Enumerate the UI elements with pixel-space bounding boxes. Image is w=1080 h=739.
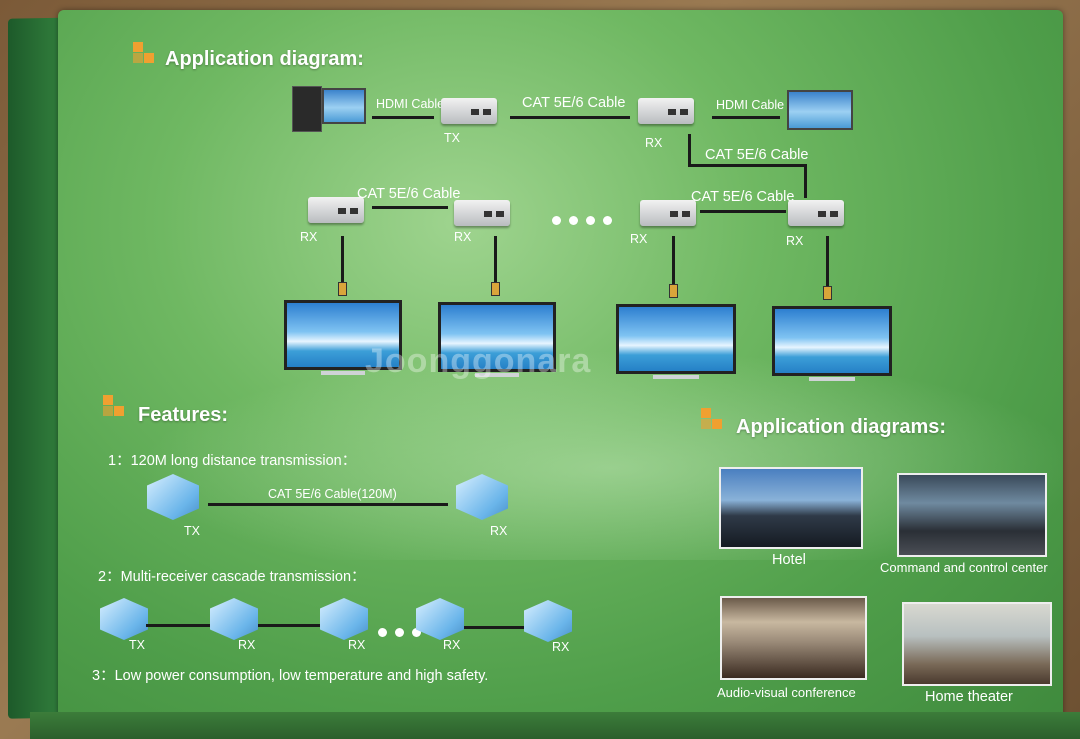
label-hdmi-cable-right: HDMI Cable xyxy=(716,98,785,112)
cascade-cable-3 xyxy=(464,626,524,629)
cable-down-c xyxy=(804,164,807,198)
hdmi-plug-2 xyxy=(491,282,500,296)
cable-down-a xyxy=(688,134,691,166)
tx-cube-f2 xyxy=(100,598,148,640)
tv-1 xyxy=(284,300,402,375)
hdmi-plug-4 xyxy=(823,286,832,300)
label-cat-cable-row-left: CAT 5E/6 Cable xyxy=(357,186,461,202)
label-rx-f2-3: RX xyxy=(443,638,461,652)
label-rx-top: RX xyxy=(645,136,663,150)
hdmi-vertical-1 xyxy=(341,236,344,292)
rx-device-row-3 xyxy=(640,200,696,226)
light-band xyxy=(58,330,1063,560)
tv-4 xyxy=(772,306,892,381)
pc-monitor xyxy=(322,88,366,124)
more-devices-dots xyxy=(552,212,620,230)
label-rx-row-2: RX xyxy=(454,230,472,244)
rx-device-row-4 xyxy=(788,200,844,226)
photo-conference xyxy=(720,596,867,680)
heading-application-diagram: Application diagram: xyxy=(165,48,364,70)
label-cat-cable-top: CAT 5E/6 Cable xyxy=(522,95,626,111)
rx-device-top xyxy=(638,98,694,124)
label-conference: Audio-visual conference xyxy=(717,685,856,700)
display-top xyxy=(787,90,853,130)
hdmi-plug-3 xyxy=(669,284,678,298)
hdmi-cable-line-right xyxy=(712,116,780,119)
label-rx-row-3: RX xyxy=(630,232,648,246)
label-rx-f2-4: RX xyxy=(552,640,570,654)
heading-features: Features: xyxy=(138,404,229,426)
label-tx-top: TX xyxy=(444,131,460,145)
cat-cable-row-right xyxy=(700,210,786,213)
label-tx-f2: TX xyxy=(129,638,145,652)
app-diagrams-deco-icon xyxy=(701,408,723,430)
tx-device-top xyxy=(441,98,497,124)
hdmi-cable-line xyxy=(372,116,434,119)
feature-1: 1：120M long distance transmission： xyxy=(108,453,357,469)
hdmi-plug-1 xyxy=(338,282,347,296)
label-cat-cable-row-right: CAT 5E/6 Cable xyxy=(691,189,795,205)
feature-2: 2：Multi-receiver cascade transmission： xyxy=(98,569,366,585)
rx-device-row-1 xyxy=(308,197,364,223)
label-rx-f2-1: RX xyxy=(238,638,256,652)
photo-command-center xyxy=(897,473,1047,557)
label-rx-f1: RX xyxy=(490,524,508,538)
label-command-center: Command and control center xyxy=(880,560,1048,575)
label-cat-cable-f1: CAT 5E/6 Cable(120M) xyxy=(268,487,397,501)
label-rx-f2-2: RX xyxy=(348,638,366,652)
cascade-cable-1 xyxy=(146,624,210,627)
label-cat-cable-down: CAT 5E/6 Cable xyxy=(705,147,809,163)
cat-cable-line-top xyxy=(510,116,630,119)
hdmi-vertical-3 xyxy=(672,236,675,292)
watermark: Joonggonara xyxy=(365,342,592,380)
box-bottom-edge xyxy=(30,712,1080,739)
label-rx-row-4: RX xyxy=(786,234,804,248)
cascade-dots xyxy=(378,624,429,642)
tv-3 xyxy=(616,304,736,379)
rx-device-row-2 xyxy=(454,200,510,226)
hdmi-vertical-2 xyxy=(494,236,497,292)
rx-cube-f2-1 xyxy=(210,598,258,640)
feature-3: 3：Low power consumption, low temperature… xyxy=(92,668,489,684)
cat-cable-row-left xyxy=(372,206,448,209)
features-deco-icon xyxy=(103,395,125,417)
heading-application-diagrams: Application diagrams: xyxy=(736,416,947,438)
box-front-panel xyxy=(58,10,1063,718)
hdmi-vertical-4 xyxy=(826,236,829,292)
cat-cable-f1 xyxy=(208,503,448,506)
rx-cube-f2-2 xyxy=(320,598,368,640)
label-hotel: Hotel xyxy=(772,552,806,568)
cascade-cable-2 xyxy=(258,624,320,627)
rx-cube-f2-4 xyxy=(524,600,572,642)
label-rx-row-1: RX xyxy=(300,230,318,244)
label-hdmi-cable-left: HDMI Cable xyxy=(376,97,445,111)
heading-deco-icon xyxy=(133,42,155,64)
photo-home-theater xyxy=(902,602,1052,686)
tv-2 xyxy=(438,302,556,377)
label-tx-f1: TX xyxy=(184,524,200,538)
cable-down-b xyxy=(688,164,806,167)
photo-hotel xyxy=(719,467,863,549)
rx-cube-f2-3 xyxy=(416,598,464,640)
label-home-theater: Home theater xyxy=(925,689,1013,705)
pc-tower xyxy=(292,86,322,132)
